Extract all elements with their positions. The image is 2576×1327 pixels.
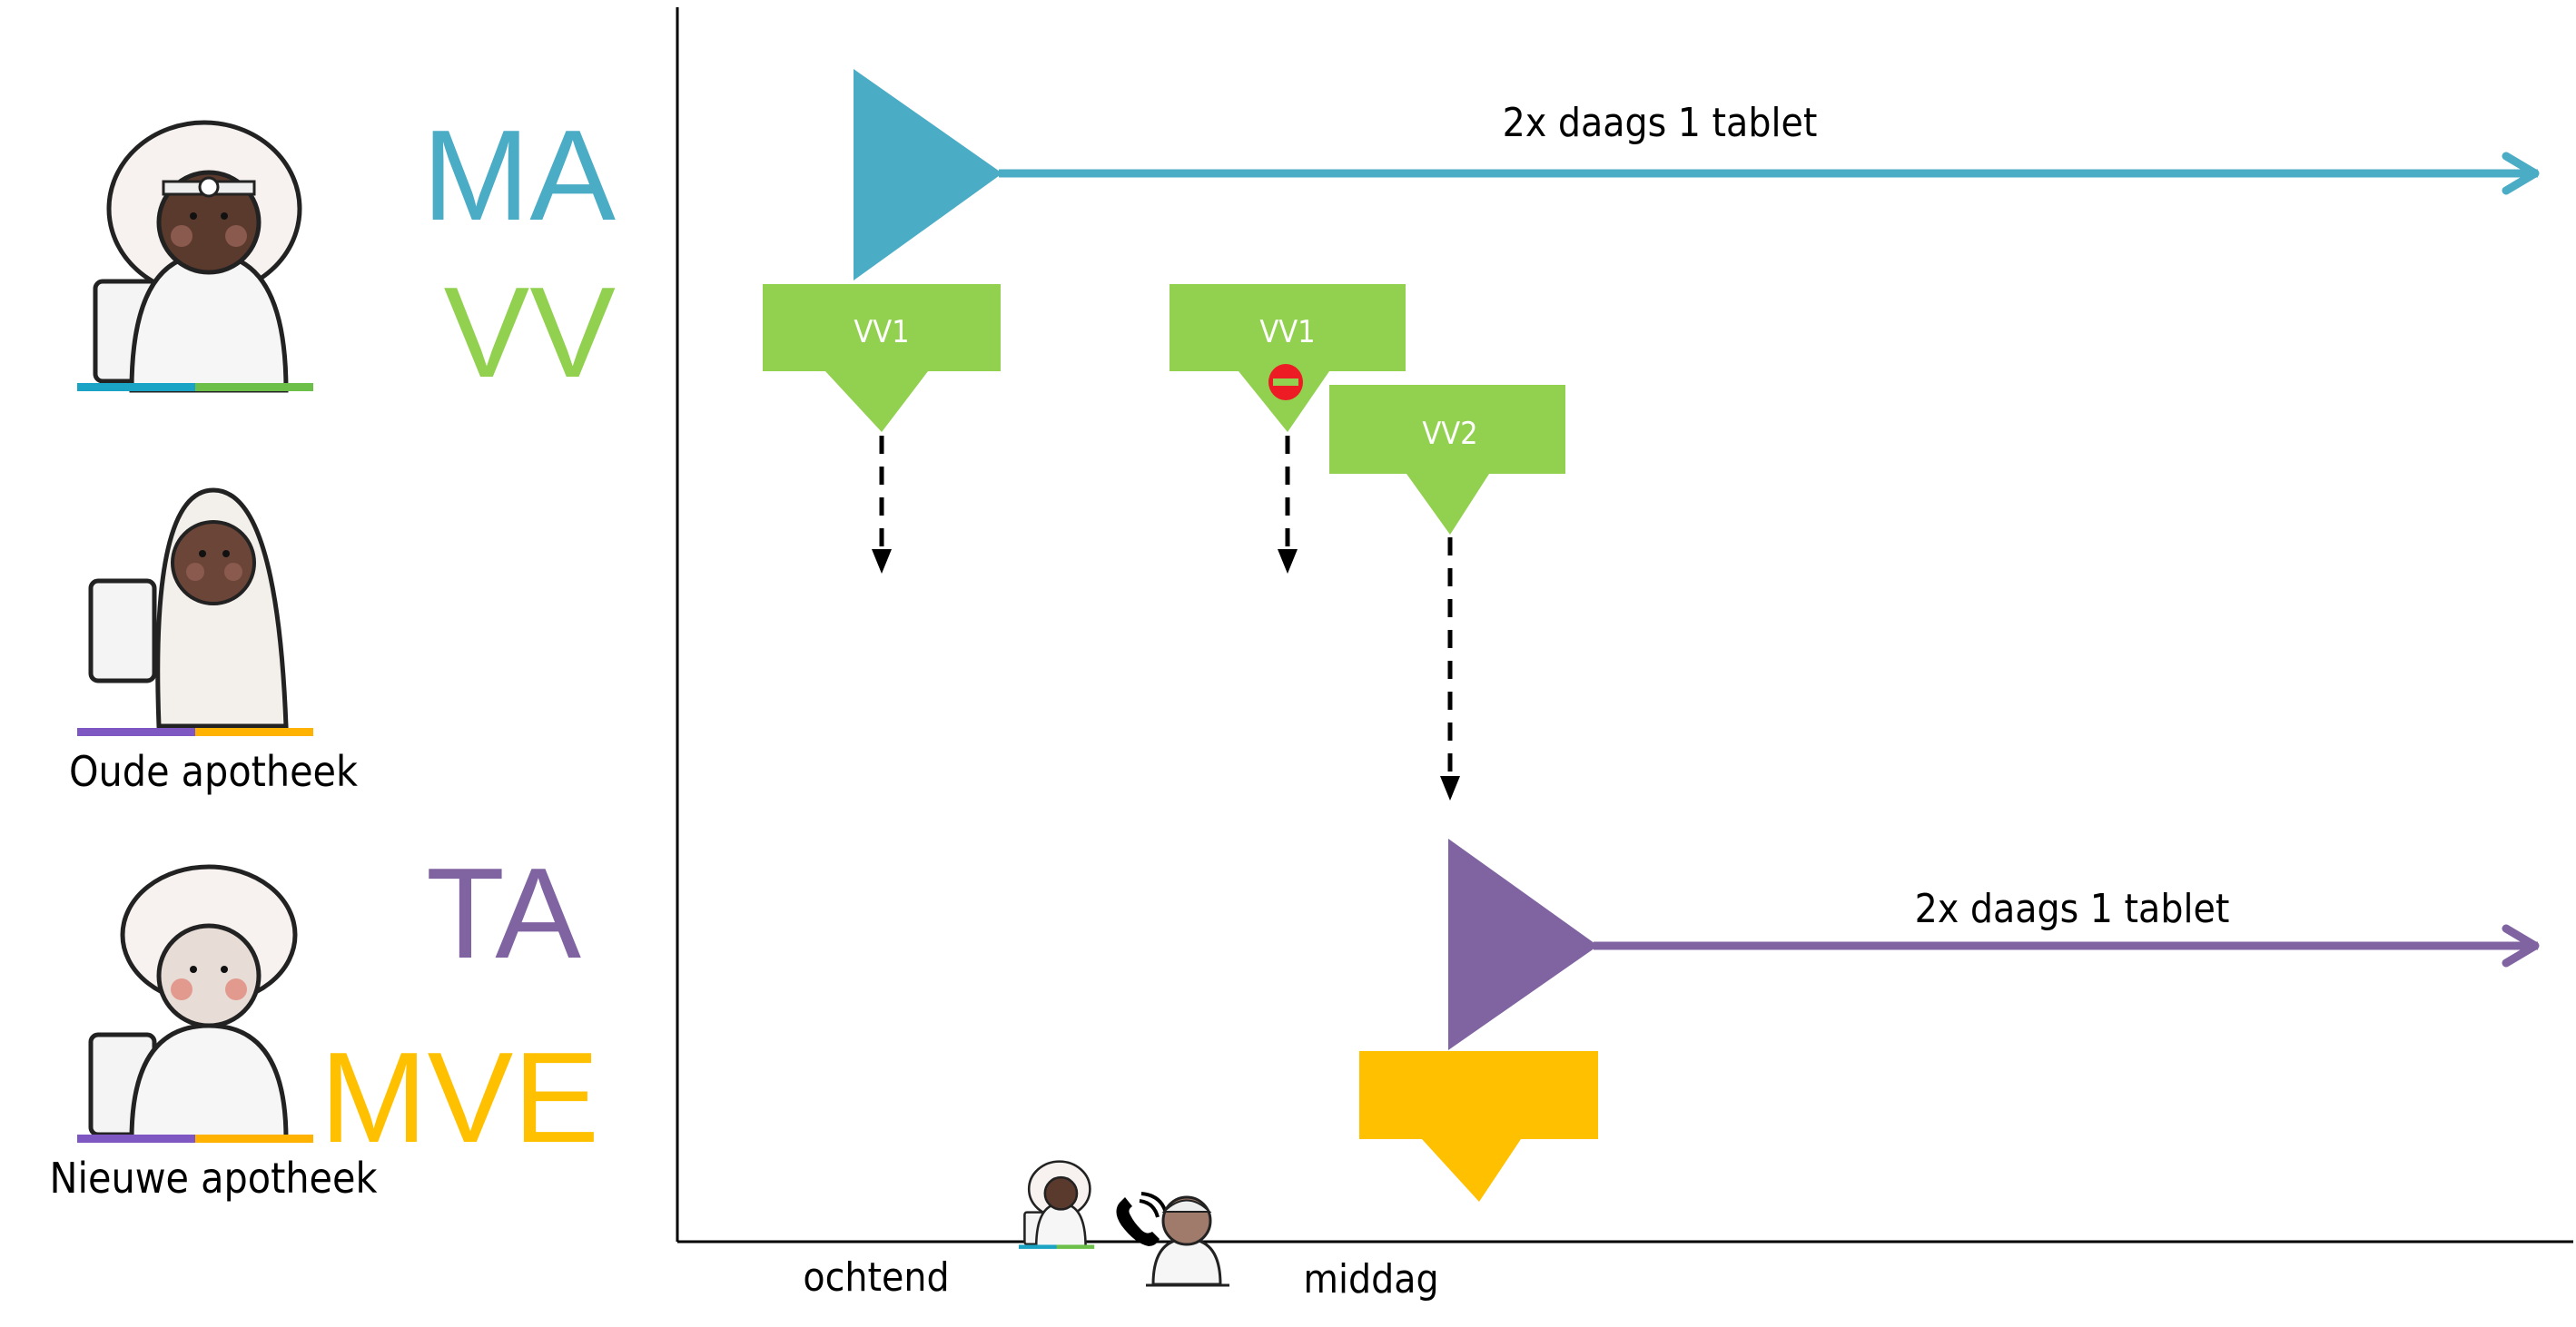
ma-dosage-label: 2x daags 1 tablet <box>1503 100 1818 146</box>
new-pharmacy-label: Nieuwe apotheek <box>50 1154 378 1203</box>
vv-box: VV2 <box>1329 385 1565 535</box>
ma-start-triangle <box>854 69 1002 280</box>
mve-box <box>1359 1051 1598 1202</box>
doctor-avatar-icon <box>77 120 313 393</box>
pharmacist-avatar-icon <box>77 864 313 1143</box>
role-label-mve: MVE <box>320 1026 599 1170</box>
role-label-ta: TA <box>426 841 581 986</box>
ta-arrow-head <box>2502 924 2540 968</box>
vv-box-label: VV1 <box>854 314 909 350</box>
arrow-head-icon <box>872 549 892 574</box>
vv-box: VV1 <box>763 284 1001 432</box>
phone-call-icon <box>1116 1192 1169 1246</box>
no-entry-icon <box>1268 364 1303 400</box>
vv-box-label: VV1 <box>1259 314 1315 350</box>
arrow-head-icon <box>1440 776 1460 801</box>
doctor-call-avatar-icon <box>1019 1160 1095 1249</box>
pharmacist-hijab-avatar-icon <box>77 487 313 736</box>
ma-arrow-head <box>2502 152 2540 195</box>
arrow-head-icon <box>1278 549 1298 574</box>
patient-avatar-icon <box>1146 1195 1229 1287</box>
vv-box-cancelled: VV1 <box>1170 284 1406 432</box>
ta-dosage-label: 2x daags 1 tablet <box>1915 886 2230 932</box>
x-label-morning: ochtend <box>803 1254 949 1301</box>
role-label-ma: MA <box>422 103 616 248</box>
ta-start-triangle <box>1448 839 1598 1050</box>
vv-box-label: VV2 <box>1422 416 1477 452</box>
x-label-afternoon: middag <box>1303 1256 1438 1302</box>
old-pharmacy-label: Oude apotheek <box>69 747 358 796</box>
role-label-vv: VV <box>444 260 617 405</box>
